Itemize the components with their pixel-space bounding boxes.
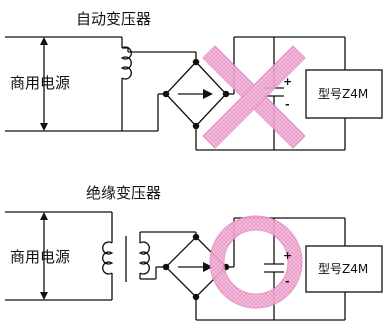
bottom-model-label: 型号Z4M: [318, 262, 369, 276]
top-cross-mark: [202, 45, 306, 149]
top-source-label: 商用电源: [10, 74, 71, 92]
auto-transformer-title: 自动变压器: [76, 10, 152, 28]
bottom-plus-sign: +: [283, 249, 293, 262]
secondary-coil: [138, 241, 150, 275]
top-load-box: [305, 69, 383, 119]
autotransformer-coil: [120, 46, 132, 80]
bottom-load-box: [305, 245, 383, 293]
isolation-transformer-title: 绝缘变压器: [86, 184, 162, 202]
top-minus-sign: -: [285, 98, 290, 111]
top-plus-sign: +: [283, 75, 293, 88]
bottom-minus-sign: -: [285, 275, 290, 288]
bottom-source-label: 商用电源: [10, 248, 71, 266]
primary-coil: [102, 241, 114, 275]
auto-transformer-circuit: [5, 36, 383, 151]
bottom-circle-mark: [209, 215, 303, 309]
top-model-label: 型号Z4M: [318, 87, 369, 101]
